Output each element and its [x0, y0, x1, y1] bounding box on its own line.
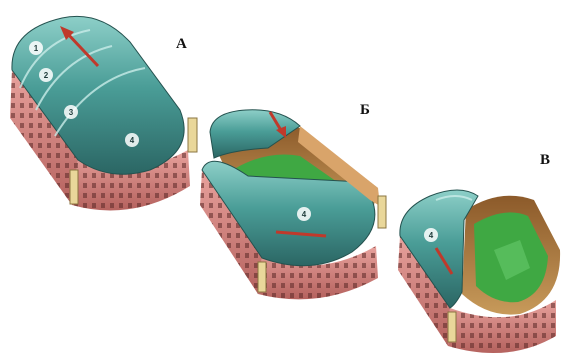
panel-v: 4 В [398, 152, 560, 353]
panel-label-b: Б [360, 102, 370, 118]
panel-a: 1 2 3 4 А [10, 16, 197, 210]
segment-marker-a-1: 1 [29, 41, 43, 55]
segment-number: 4 [302, 210, 307, 219]
segment-marker-a-4: 4 [125, 133, 139, 147]
segment-marker-a-2: 2 [39, 68, 53, 82]
segment-marker-a-3: 3 [64, 105, 78, 119]
segment-number: 4 [429, 231, 434, 240]
segment-number: 4 [130, 136, 135, 145]
panel-b: 4 Б [200, 102, 386, 299]
panel-label-v: В [540, 152, 550, 168]
segment-marker-b-4: 4 [297, 207, 311, 221]
segment-marker-v-4: 4 [424, 228, 438, 242]
panel-label-a: А [176, 36, 187, 52]
segment-number: 2 [44, 71, 49, 80]
segment-number: 3 [69, 108, 74, 117]
segment-number: 1 [34, 44, 39, 53]
